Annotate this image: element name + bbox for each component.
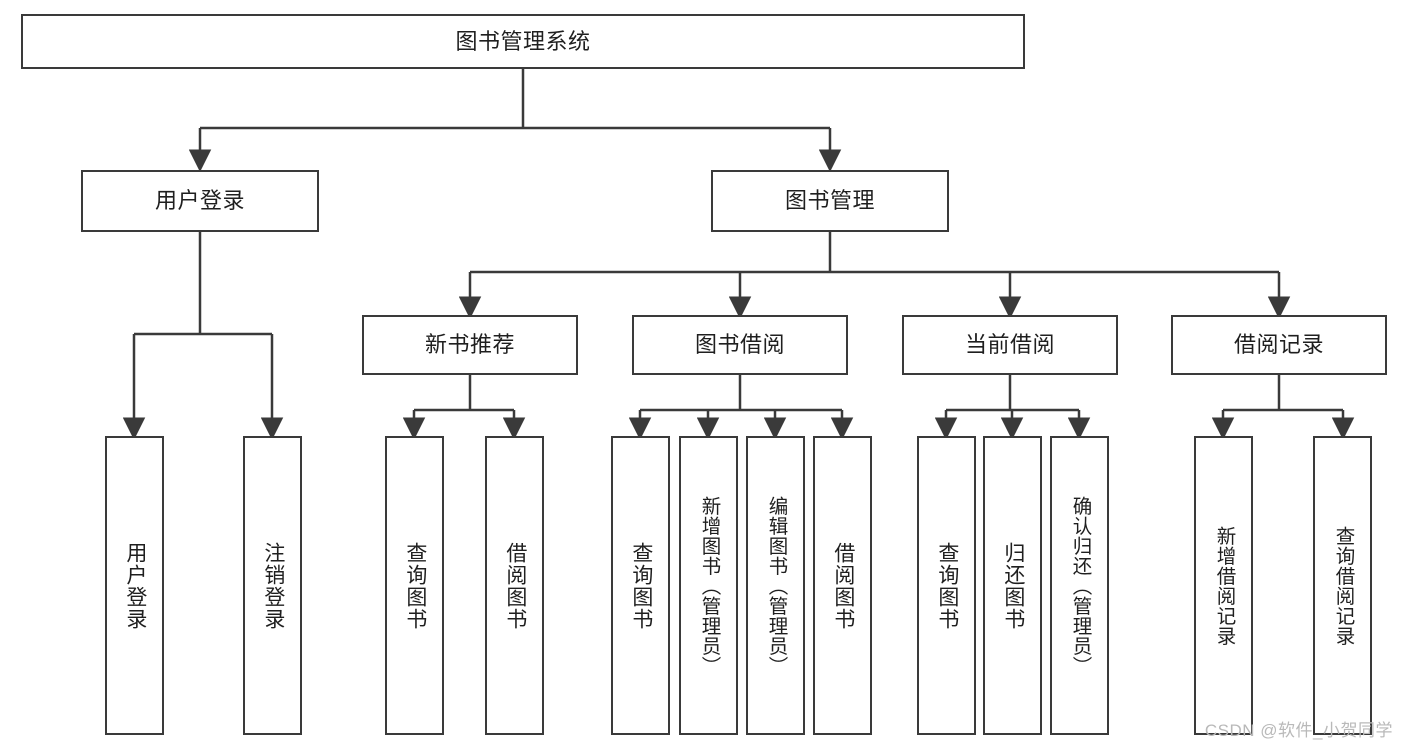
node-root-system[interactable]: 图书管理系统 xyxy=(21,14,1025,69)
node-label: 借阅记录 xyxy=(1233,332,1324,358)
node-label: 借阅图书 xyxy=(831,541,855,630)
node-label: 当前借阅 xyxy=(964,332,1055,358)
node-label: 查询图书 xyxy=(629,541,653,630)
node-borrow-record[interactable]: 借阅记录 xyxy=(1171,315,1387,375)
node-label: 新书推荐 xyxy=(424,332,515,358)
node-label: 新增图书（管理员） xyxy=(698,495,720,676)
node-leaf-confirm-return-admin[interactable]: 确认归还（管理员） xyxy=(1050,436,1109,735)
node-label: 用户登录 xyxy=(123,541,147,630)
node-leaf-add-borrow-record[interactable]: 新增借阅记录 xyxy=(1194,436,1253,735)
node-label: 编辑图书（管理员） xyxy=(765,495,787,676)
node-leaf-borrow-book-new[interactable]: 借阅图书 xyxy=(485,436,544,735)
node-label: 确认归还（管理员） xyxy=(1069,495,1091,676)
node-leaf-query-book-current[interactable]: 查询图书 xyxy=(917,436,976,735)
node-leaf-query-borrow-record[interactable]: 查询借阅记录 xyxy=(1313,436,1372,735)
node-new-book-recommend[interactable]: 新书推荐 xyxy=(362,315,578,375)
node-current-borrow[interactable]: 当前借阅 xyxy=(902,315,1118,375)
node-leaf-user-login[interactable]: 用户登录 xyxy=(105,436,164,735)
node-label: 查询图书 xyxy=(935,541,959,630)
node-user-login[interactable]: 用户登录 xyxy=(81,170,319,232)
node-book-management[interactable]: 图书管理 xyxy=(711,170,949,232)
node-label: 图书管理系统 xyxy=(455,28,591,54)
node-book-borrow[interactable]: 图书借阅 xyxy=(632,315,848,375)
node-leaf-borrow-book[interactable]: 借阅图书 xyxy=(813,436,872,735)
node-label: 注销登录 xyxy=(261,541,285,630)
node-leaf-query-book-new[interactable]: 查询图书 xyxy=(385,436,444,735)
watermark-label: CSDN @软件_小贺同学 xyxy=(1204,721,1393,740)
node-label: 新增借阅记录 xyxy=(1213,525,1235,646)
node-leaf-edit-book-admin[interactable]: 编辑图书（管理员） xyxy=(746,436,805,735)
node-leaf-logout[interactable]: 注销登录 xyxy=(243,436,302,735)
node-label: 用户登录 xyxy=(154,188,245,214)
node-label: 图书管理 xyxy=(784,188,875,214)
node-label: 借阅图书 xyxy=(503,541,527,630)
node-leaf-return-book[interactable]: 归还图书 xyxy=(983,436,1042,735)
node-label: 图书借阅 xyxy=(694,332,785,358)
node-label: 归还图书 xyxy=(1001,541,1025,630)
node-label: 查询图书 xyxy=(403,541,427,630)
node-leaf-query-book-borrow[interactable]: 查询图书 xyxy=(611,436,670,735)
node-label: 查询借阅记录 xyxy=(1332,525,1354,646)
node-leaf-add-book-admin[interactable]: 新增图书（管理员） xyxy=(679,436,738,735)
